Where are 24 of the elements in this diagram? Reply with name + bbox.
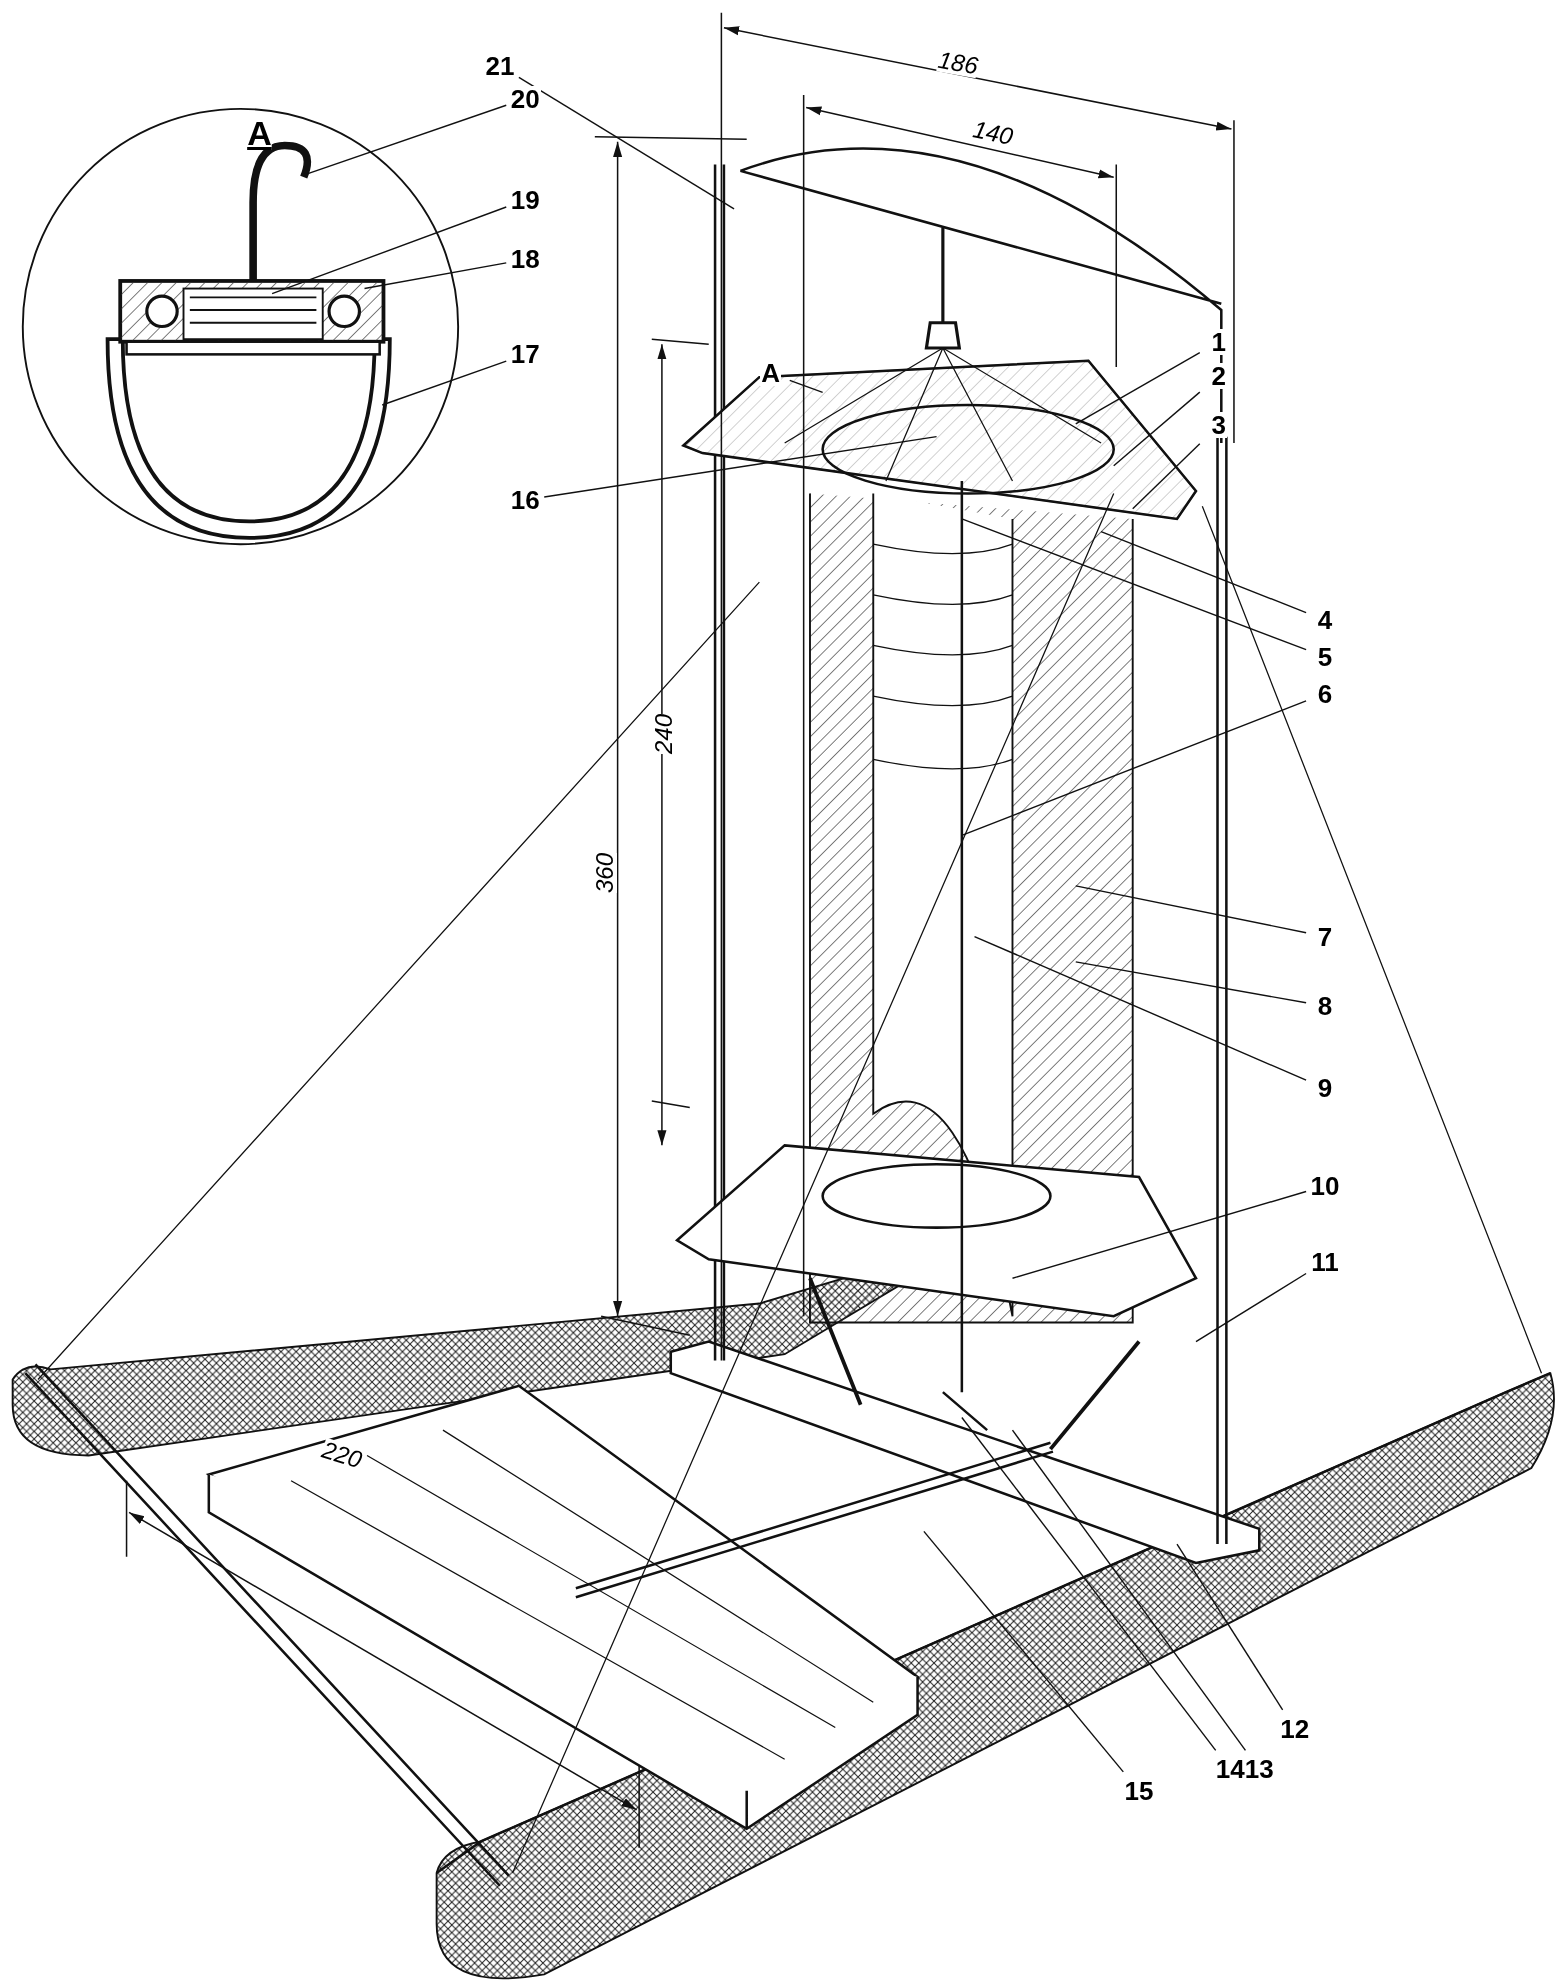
leader-line (961, 518, 1307, 651)
leader-line (1011, 1429, 1247, 1751)
leader-line (1100, 530, 1307, 614)
leader-line (923, 1530, 1124, 1773)
leader-line (518, 76, 735, 210)
callout-number: 2 (1210, 362, 1227, 389)
leader-line (271, 206, 507, 295)
leader-line (1075, 961, 1307, 1004)
leader-line (961, 1416, 1217, 1751)
leader-line (543, 435, 938, 498)
leader-line (1195, 1272, 1307, 1343)
callout-number: 3 (1210, 412, 1227, 439)
leader-line (961, 700, 1307, 836)
leader-line (1075, 351, 1201, 425)
leader-line (973, 935, 1307, 1081)
leader-line (363, 262, 507, 290)
leader-line (1176, 1543, 1284, 1711)
leader-line (1011, 1190, 1307, 1279)
callout-number: 1 (1210, 328, 1227, 355)
leader-line (789, 379, 824, 394)
leader-line (381, 360, 507, 406)
leader-line (1113, 391, 1201, 467)
leader-line (1075, 885, 1307, 934)
leader-line (1132, 442, 1201, 510)
